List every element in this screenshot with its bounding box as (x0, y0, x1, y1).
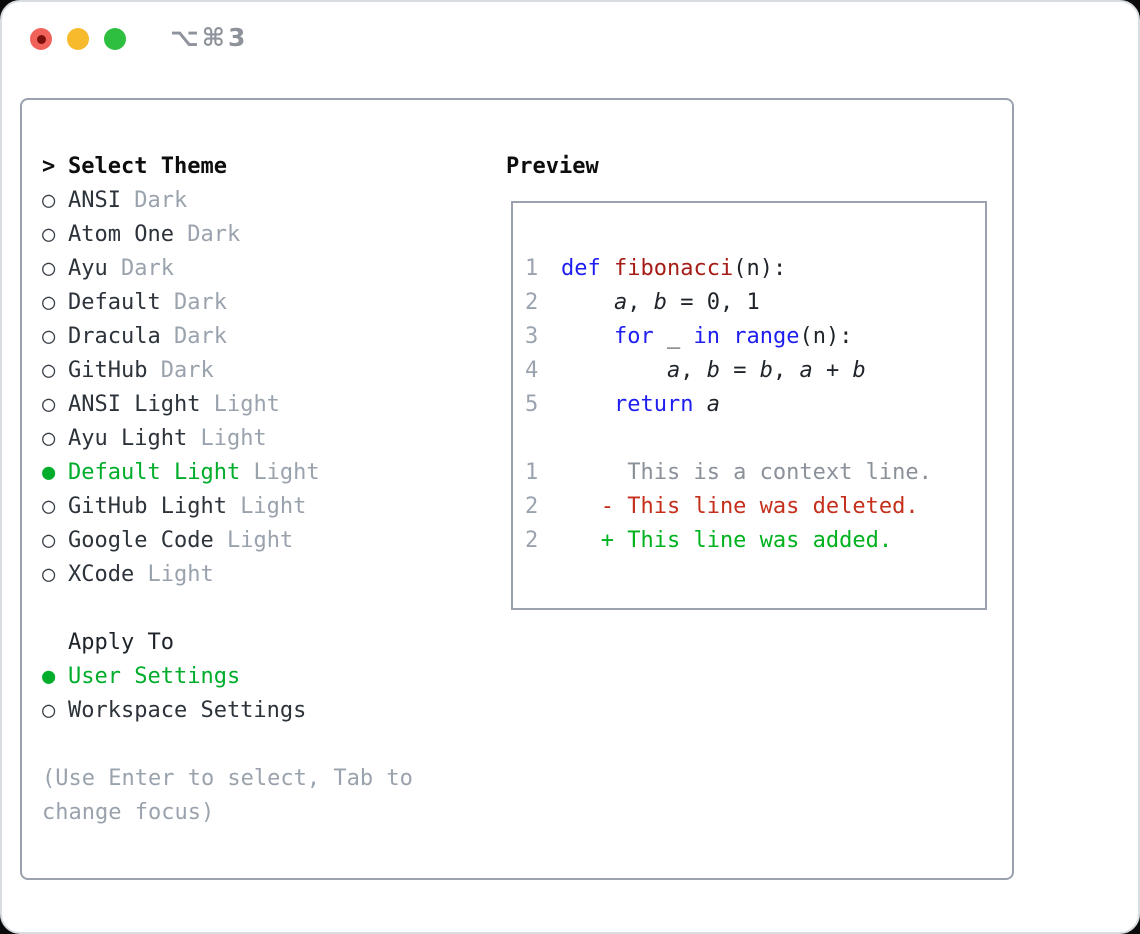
theme-variant-badge: Light (147, 562, 214, 587)
theme-name: GitHub (68, 358, 161, 383)
radio-unselected-icon: ○ (42, 528, 56, 553)
radio-unselected-icon: ○ (42, 494, 56, 519)
radio-unselected-icon: ○ (42, 324, 56, 349)
preview-diff-line-added: 2 + This line was added. (525, 524, 985, 558)
theme-variant-badge: Dark (187, 222, 241, 247)
radio-unselected-icon: ○ (42, 392, 56, 417)
preview-diff-line-deleted: 2 - This line was deleted. (525, 490, 985, 524)
radio-unselected-icon: ○ (42, 358, 56, 383)
theme-picker-title: Select Theme (68, 154, 227, 179)
theme-option-default[interactable]: ○ Default Dark (42, 286, 482, 320)
diff-line-text: - This line was deleted. (561, 494, 919, 519)
preview-title: Preview (506, 154, 599, 179)
radio-unselected-icon: ○ (42, 188, 56, 213)
spacer (42, 592, 482, 626)
radio-unselected-icon: ○ (42, 256, 56, 281)
theme-picker-header: > Select Theme (42, 150, 482, 184)
radio-unselected-icon: ○ (42, 698, 56, 723)
preview-code-line: 2 a, b = 0, 1 (525, 286, 985, 320)
theme-variant-badge: Light (226, 528, 294, 553)
preview-code-line: 5 return a (525, 388, 985, 422)
theme-option-xcode[interactable]: ○ XCode Light (42, 558, 482, 592)
radio-unselected-icon: ○ (42, 426, 56, 451)
theme-selector-panel: > Select Theme ○ANSI Dark○Atom One Dark○… (20, 98, 1014, 880)
apply-to-title: Apply To (68, 630, 174, 655)
radio-unselected-icon: ○ (42, 562, 56, 587)
theme-name: ANSI Light (68, 392, 214, 417)
apply-option-label: User Settings (68, 664, 241, 689)
theme-variant-badge: Dark (173, 290, 227, 315)
theme-name: XCode (68, 562, 148, 587)
theme-name: Default (68, 290, 174, 315)
spacer (42, 728, 482, 762)
line-number: 3 (525, 324, 539, 349)
line-number: 1 (525, 460, 539, 485)
theme-name: Atom One (68, 222, 188, 247)
radio-selected-icon: ● (42, 460, 56, 485)
diff-line-text: + This line was added. (561, 528, 893, 553)
theme-list: ○ ANSI Dark ○ Atom One Dark ○ Ayu Dark ○ Defaul… (42, 184, 482, 592)
apply-to-list: ● User Settings ○ Workspace Settings (42, 660, 482, 728)
theme-picker: > Select Theme ○ANSI Dark○Atom One Dark○… (42, 150, 482, 830)
theme-option-ansi[interactable]: ○ ANSI Dark (42, 184, 482, 218)
line-number: 4 (525, 358, 539, 383)
hint-text: (Use Enter to select, Tab to change focu… (42, 766, 413, 825)
preview-code-line: 4 a, b = b, a + b (525, 354, 985, 388)
theme-variant-badge: Dark (134, 188, 188, 213)
apply-option-user-settings[interactable]: ● User Settings (42, 660, 482, 694)
apply-to-header: Apply To (42, 626, 482, 660)
apply-option-workspace-settings[interactable]: ○ Workspace Settings (42, 694, 482, 728)
theme-variant-badge: Dark (120, 256, 174, 281)
radio-unselected-icon: ○ (42, 290, 56, 315)
minimize-button[interactable] (67, 28, 89, 50)
theme-option-ayu-light[interactable]: ○ Ayu Light Light (42, 422, 482, 456)
theme-option-github-light[interactable]: ○ GitHub Light Light (42, 490, 482, 524)
line-number: 1 (525, 256, 539, 281)
theme-variant-badge: Light (240, 494, 307, 519)
radio-selected-icon: ● (42, 664, 56, 689)
theme-name: Google Code (68, 528, 227, 553)
radio-unselected-icon: ○ (42, 222, 56, 247)
zoom-button[interactable] (104, 28, 126, 50)
theme-variant-badge: Light (213, 392, 280, 417)
theme-option-default-light[interactable]: ● Default Light Light (42, 456, 482, 490)
line-number: 2 (525, 528, 539, 553)
line-number: 5 (525, 392, 539, 417)
theme-variant-badge: Dark (173, 324, 227, 349)
theme-option-ayu[interactable]: ○ Ayu Dark (42, 252, 482, 286)
theme-name: Dracula (68, 324, 174, 349)
theme-variant-badge: Light (200, 426, 267, 451)
theme-option-github[interactable]: ○ GitHub Dark (42, 354, 482, 388)
theme-option-dracula[interactable]: ○ Dracula Dark (42, 320, 482, 354)
theme-name: Ayu Light (68, 426, 201, 451)
theme-option-ansi-light[interactable]: ○ ANSI Light Light (42, 388, 482, 422)
theme-variant-badge: Light (253, 460, 320, 485)
theme-name: ANSI (68, 188, 135, 213)
window-shortcut-label: ⌥⌘3 (170, 23, 249, 52)
diff-line-text: This is a context line. (561, 460, 932, 485)
preview-diff-block: 1 This is a context line.2 - This line w… (525, 456, 985, 558)
theme-variant-badge: Dark (160, 358, 214, 383)
close-button[interactable] (30, 28, 52, 50)
preview-diff-line-context: 1 This is a context line. (525, 456, 985, 490)
theme-name: Default Light (68, 460, 254, 485)
theme-name: Ayu (68, 256, 121, 281)
line-number: 2 (525, 290, 539, 315)
theme-option-google-code[interactable]: ○ Google Code Light (42, 524, 482, 558)
theme-name: GitHub Light (68, 494, 241, 519)
window-titlebar (30, 28, 126, 50)
theme-option-atom-one[interactable]: ○ Atom One Dark (42, 218, 482, 252)
apply-option-label: Workspace Settings (68, 698, 307, 723)
preview-code-line: 3 for _ in range(n): (525, 320, 985, 354)
prompt-chevron-icon: > (42, 154, 56, 179)
line-number: 2 (525, 494, 539, 519)
